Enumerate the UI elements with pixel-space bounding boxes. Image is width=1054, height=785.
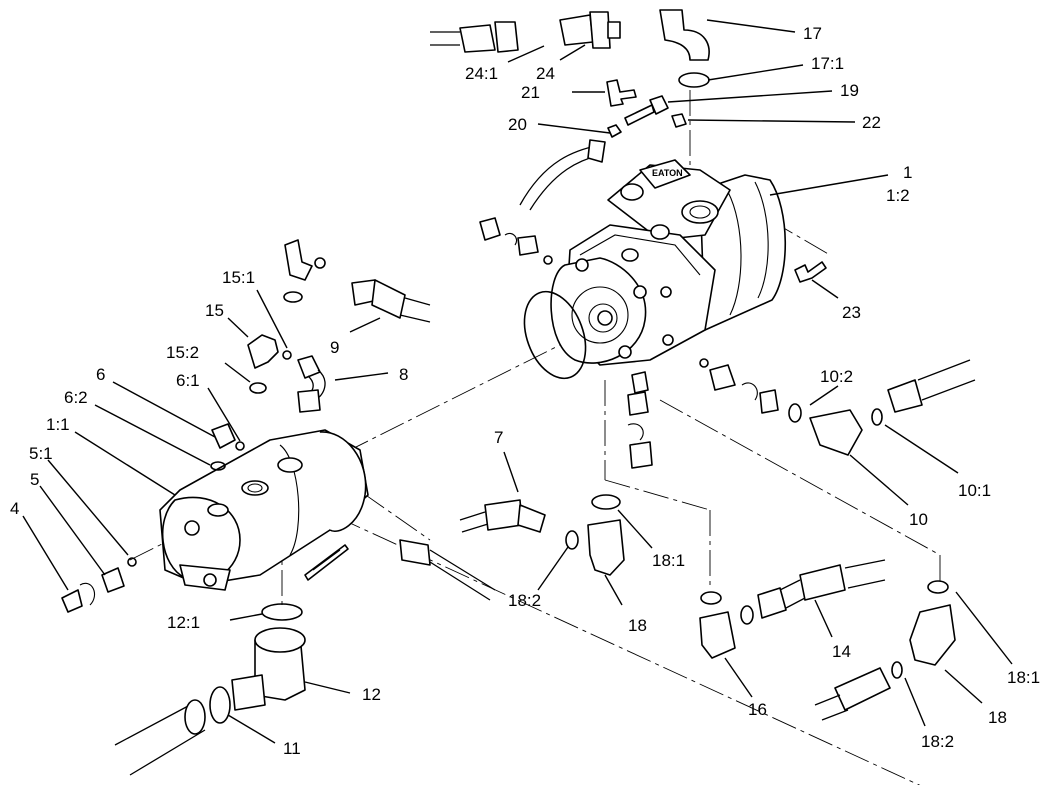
label-8: 8 [399, 365, 408, 384]
label-19: 19 [840, 81, 859, 100]
label-23: 23 [842, 303, 861, 322]
label-7: 7 [494, 428, 503, 447]
label-12-1: 12:1 [167, 613, 200, 632]
gear-pump [159, 429, 369, 591]
label-14: 14 [832, 642, 851, 661]
label-22: 22 [862, 113, 881, 132]
label-15-1: 15:1 [222, 268, 255, 287]
label-18-2-center: 18:2 [508, 591, 541, 610]
label-6: 6 [96, 365, 105, 384]
label-18-center: 18 [628, 616, 647, 635]
label-11: 11 [283, 739, 301, 758]
label-6-2: 6:2 [64, 388, 88, 407]
label-4: 4 [10, 499, 19, 518]
label-24: 24 [536, 64, 555, 83]
leader-lines [22, 19, 1013, 744]
label-12: 12 [362, 685, 381, 704]
label-10: 10 [909, 510, 928, 529]
label-18-2-right: 18:2 [921, 732, 954, 751]
label-10-1: 10:1 [958, 481, 991, 500]
label-17-1: 17:1 [811, 54, 844, 73]
hydrostat-pump: EATON [523, 159, 787, 380]
label-18-right: 18 [988, 708, 1007, 727]
label-5: 5 [30, 470, 39, 489]
label-18-1-right: 18:1 [1007, 668, 1040, 687]
label-16: 16 [748, 700, 767, 719]
label-17: 17 [803, 24, 822, 43]
label-6-1: 6:1 [176, 371, 200, 390]
label-20: 20 [508, 115, 527, 134]
label-18-1-center: 18:1 [652, 551, 685, 570]
label-9: 9 [330, 338, 339, 357]
svg-text:EATON: EATON [652, 168, 683, 178]
label-21: 21 [521, 83, 540, 102]
callout-labels: 17 17:1 24:1 24 21 19 20 22 1 1:2 23 15:… [10, 24, 1040, 758]
label-24-1: 24:1 [465, 64, 498, 83]
label-15-2: 15:2 [166, 343, 199, 362]
label-10-2: 10:2 [820, 367, 853, 386]
label-1-2: 1:2 [886, 186, 910, 205]
label-5-1: 5:1 [29, 444, 53, 463]
hoses-and-fittings [61, 9, 976, 776]
label-1: 1 [903, 163, 912, 182]
label-1-1: 1:1 [46, 415, 70, 434]
label-15: 15 [205, 301, 224, 320]
